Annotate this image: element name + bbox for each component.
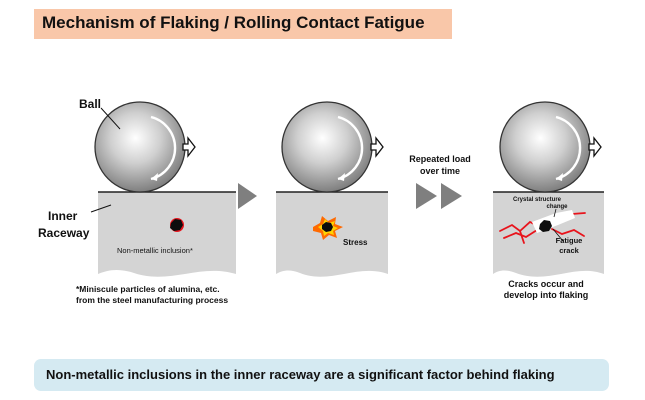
stress-burst-icon bbox=[313, 216, 343, 240]
rotation-arrow-3 bbox=[555, 115, 582, 181]
stress-label: Stress bbox=[343, 238, 368, 247]
ball-leader-line bbox=[100, 107, 121, 130]
direction-arrow-icon bbox=[370, 136, 384, 158]
ball-3 bbox=[499, 101, 591, 193]
ball-1 bbox=[94, 101, 186, 193]
conclusion-banner: Non-metallic inclusions in the inner rac… bbox=[34, 359, 609, 391]
step-arrow-icon bbox=[441, 183, 462, 209]
ball-label: Ball bbox=[79, 97, 101, 111]
inner-raceway-label-line2: Raceway bbox=[38, 226, 90, 240]
crystal-change-label-line2: change bbox=[546, 204, 568, 210]
cracks-caption-line1: Cracks occur and bbox=[508, 279, 584, 289]
rotation-arrow-1 bbox=[150, 115, 177, 181]
rotation-arrow-2 bbox=[337, 115, 364, 181]
inner-raceway-1 bbox=[98, 192, 236, 277]
inclusion-label: Non-metallic inclusion* bbox=[117, 246, 193, 255]
footnote-line2: from the steel manufacturing process bbox=[76, 295, 228, 305]
crystal-leader-line bbox=[553, 208, 557, 218]
fatigue-crack-label-line1: Fatigue bbox=[556, 236, 583, 245]
crystal-change-label-line1: Crystal structure bbox=[513, 197, 562, 203]
footnote-line1: *Miniscule particles of alumina, etc. bbox=[76, 284, 220, 294]
repeated-load-label-line2: over time bbox=[420, 166, 460, 176]
direction-arrow-icon bbox=[588, 136, 602, 158]
panel-2: Stress bbox=[276, 101, 388, 277]
inner-raceway-label-line1: Inner bbox=[48, 209, 78, 223]
step-arrow-icon bbox=[238, 183, 257, 209]
crack-leader-line bbox=[552, 228, 564, 242]
fatigue-crack-label-line2: crack bbox=[559, 246, 579, 255]
inclusion-particle bbox=[539, 220, 552, 232]
panel-1: Ball Inner Raceway Non-metallic inclusio… bbox=[38, 97, 236, 305]
repeated-load-label-line1: Repeated load bbox=[409, 154, 471, 164]
step-arrow-icon bbox=[416, 183, 437, 209]
panel-3: Crystal structure change Fatigue crack C… bbox=[493, 101, 604, 300]
page-title: Mechanism of Flaking / Rolling Contact F… bbox=[34, 9, 452, 39]
direction-arrow-icon bbox=[182, 136, 196, 158]
raceway-leader-line bbox=[90, 204, 112, 213]
inclusion-particle bbox=[170, 218, 184, 232]
ball-2 bbox=[281, 101, 373, 193]
cracks-caption-line2: develop into flaking bbox=[504, 290, 589, 300]
